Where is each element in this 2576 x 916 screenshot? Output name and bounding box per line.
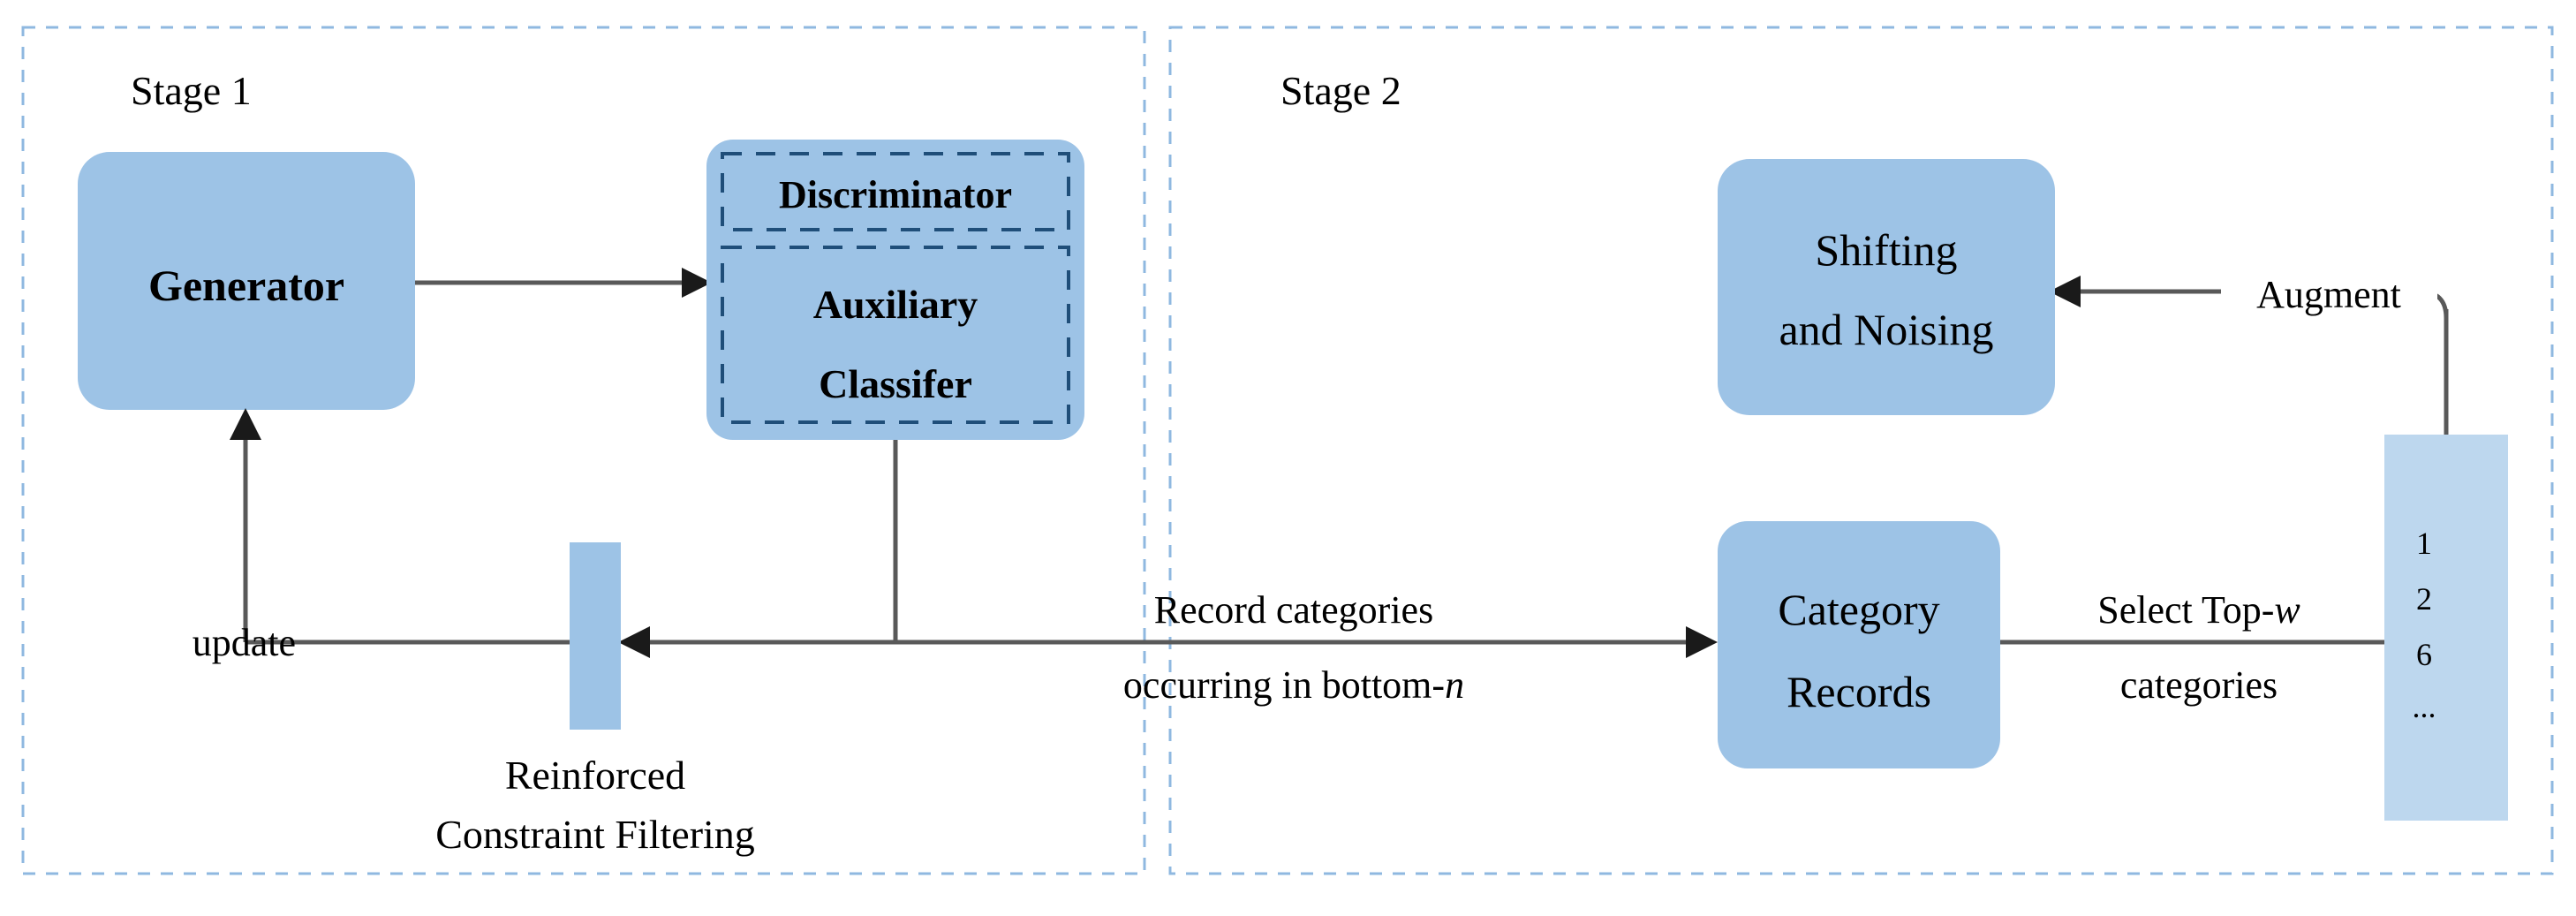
augment-label: Augment <box>2256 273 2401 316</box>
category-records-label-line2: Records <box>1787 667 1931 716</box>
shifting-noising-label-line2: and Noising <box>1779 305 1993 354</box>
auxiliary-classifier-inner-box <box>721 246 1070 424</box>
auxiliary-classifier-label-line2: Classifer <box>819 361 972 406</box>
generator-to-discriminator-arrowhead <box>682 268 712 298</box>
update-arrowhead <box>230 408 261 440</box>
category-list-box[interactable] <box>2384 435 2508 821</box>
record-categories-label-line2-italic: n <box>1445 663 1464 707</box>
shifting-noising-label-line1: Shifting <box>1815 225 1957 275</box>
category-list-item-3: ... <box>2413 689 2436 724</box>
select-top-label-line1-prefix: Select Top- <box>2097 588 2274 632</box>
discriminator-classifier-node[interactable] <box>706 140 1084 440</box>
reinforced-filter-caption-line2: Constraint Filtering <box>435 812 755 857</box>
generator-label: Generator <box>148 261 344 310</box>
category-list-item-1: 2 <box>2416 581 2432 617</box>
reinforced-constraint-filter-bar[interactable] <box>570 542 621 730</box>
record-categories-label-line2-prefix: occurring in bottom- <box>1123 663 1445 707</box>
select-top-label-line1-italic: w <box>2274 588 2300 632</box>
augment-arrowhead <box>2049 276 2081 307</box>
discriminator-label: Discriminator <box>779 173 1012 216</box>
category-records-label-line1: Category <box>1778 585 1939 634</box>
category-list-item-0: 1 <box>2416 526 2432 561</box>
select-top-label-line2: categories <box>2120 663 2278 707</box>
category-list-item-2: 6 <box>2416 637 2432 672</box>
classifier-to-filter-arrowhead <box>618 626 650 658</box>
category-records-node[interactable] <box>1718 521 2000 768</box>
stage2-label: Stage 2 <box>1280 68 1401 113</box>
record-categories-label-line2: occurring in bottom-n <box>1123 663 1464 707</box>
reinforced-filter-caption-line1: Reinforced <box>505 753 685 798</box>
generator-node[interactable] <box>78 152 415 410</box>
update-edge-label: update <box>193 621 296 664</box>
auxiliary-classifier-label-line1: Auxiliary <box>813 282 978 327</box>
stage1-label: Stage 1 <box>131 68 252 113</box>
augment-label-backing <box>2221 261 2437 320</box>
select-top-label-line1: Select Top-w <box>2097 588 2300 632</box>
shifting-noising-node[interactable] <box>1718 159 2055 415</box>
classifier-to-category-records-arrowhead <box>1686 626 1718 658</box>
record-categories-label-line1: Record categories <box>1154 588 1433 632</box>
discriminator-inner-box <box>721 152 1070 231</box>
